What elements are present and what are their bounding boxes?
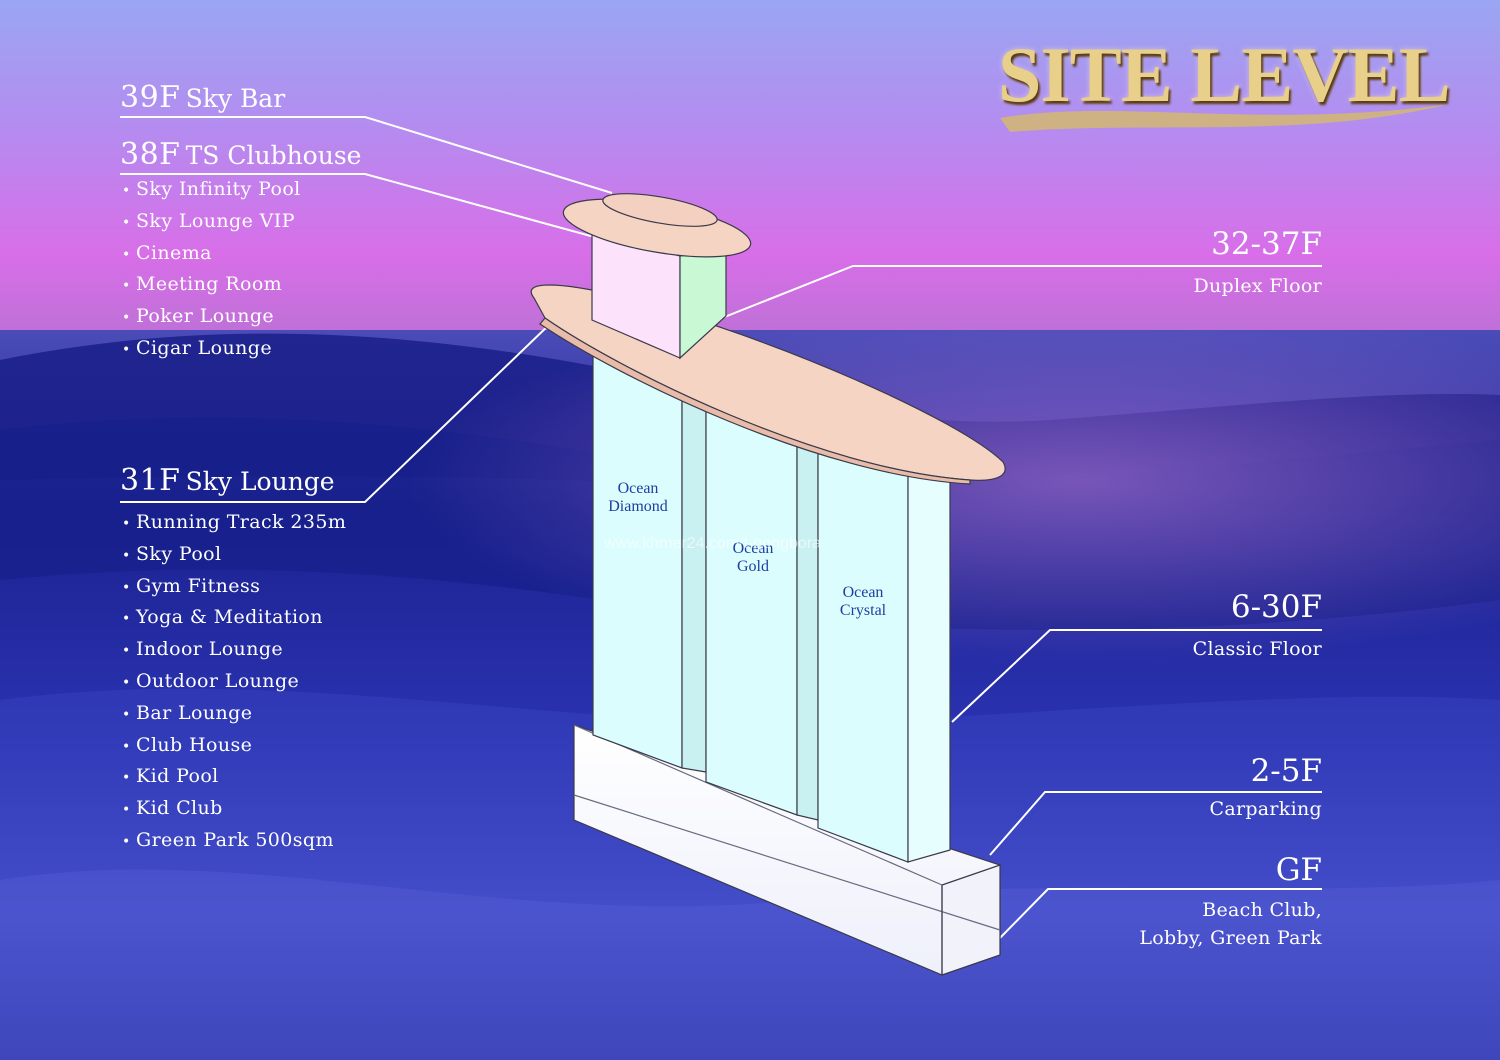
classic-floor-number: 6-30F	[1230, 589, 1322, 625]
leader-classic	[951, 629, 1322, 723]
carparking-number: 2-5F	[1250, 753, 1322, 789]
floor-31f-name: Sky Lounge	[185, 467, 335, 496]
amenity-list-38f: •Sky Infinity Pool •Sky Lounge VIP •Cine…	[122, 174, 301, 365]
list-item: •Outdoor Lounge	[122, 669, 300, 692]
list-item: •Kid Club	[122, 797, 223, 820]
tower-diamond-line1: Ocean	[618, 480, 659, 497]
page-title: SITE LEVEL	[998, 31, 1451, 118]
watermark: www.khmer24.com/t-gongbora	[604, 535, 821, 552]
tower-gold-line1: Ocean	[733, 540, 774, 557]
list-item: •Sky Infinity Pool	[122, 178, 301, 200]
floor-39f: 39F Sky Bar	[120, 80, 285, 115]
leader-39f	[120, 116, 613, 194]
list-item: •Cigar Lounge	[122, 336, 272, 359]
list-item: •Green Park 500sqm	[122, 828, 334, 851]
tower-gold-line2: Gold	[737, 558, 769, 575]
duplex-floor-number: 32-37F	[1211, 226, 1322, 262]
ground-floor-label-1: Beach Club,	[1202, 899, 1322, 921]
floor-39f-name: Sky Bar	[185, 84, 286, 113]
floor-31f-number: 31F	[120, 463, 181, 498]
list-item: •Yoga & Meditation	[122, 606, 323, 629]
leader-lines	[120, 116, 1322, 941]
list-item: •Indoor Lounge	[122, 638, 284, 661]
list-item: •Gym Fitness	[122, 574, 261, 597]
duplex-floor-label: Duplex Floor	[1193, 275, 1322, 297]
list-item: •Meeting Room	[122, 273, 283, 296]
list-item: •Sky Pool	[122, 542, 222, 565]
floor-39f-number: 39F	[120, 80, 181, 115]
list-item: •Sky Lounge VIP	[122, 209, 295, 232]
list-item: •Cinema	[122, 241, 212, 264]
list-item: •Running Track 235m	[122, 511, 347, 533]
tower-crystal	[817, 419, 909, 863]
list-item: •Club House	[122, 733, 253, 756]
leader-duplex	[721, 265, 1322, 319]
classic-floor-label: Classic Floor	[1192, 638, 1322, 660]
floor-38f-number: 38F	[120, 137, 181, 172]
carparking-label: Carparking	[1209, 798, 1322, 820]
ground-floor-number: GF	[1275, 852, 1322, 888]
floor-38f-name: TS Clubhouse	[185, 141, 362, 170]
tower-crystal-line2: Crystal	[840, 602, 887, 619]
list-item: •Poker Lounge	[122, 305, 275, 328]
podium-side	[941, 864, 1001, 976]
title-swoosh	[1000, 104, 1450, 132]
leader-31f	[120, 321, 553, 503]
wave-front	[0, 869, 1500, 1060]
floor-31f: 31F Sky Lounge	[120, 463, 335, 498]
tower-crystal-line1: Ocean	[843, 584, 884, 601]
sky-bar-disc	[602, 193, 718, 227]
amenity-list-31f: •Running Track 235m •Sky Pool •Gym Fitne…	[122, 507, 346, 857]
list-item: •Kid Pool	[122, 765, 219, 788]
leader-38f	[120, 173, 599, 239]
floor-38f: 38F TS Clubhouse	[120, 137, 361, 172]
ground-floor-label-2: Lobby, Green Park	[1139, 927, 1322, 949]
leader-ground	[997, 888, 1322, 941]
building-model	[530, 193, 1006, 976]
list-item: •Bar Lounge	[122, 701, 253, 724]
leader-parking	[989, 791, 1322, 856]
tower-gold	[705, 379, 798, 816]
tower-diamond-line2: Diamond	[608, 498, 668, 515]
